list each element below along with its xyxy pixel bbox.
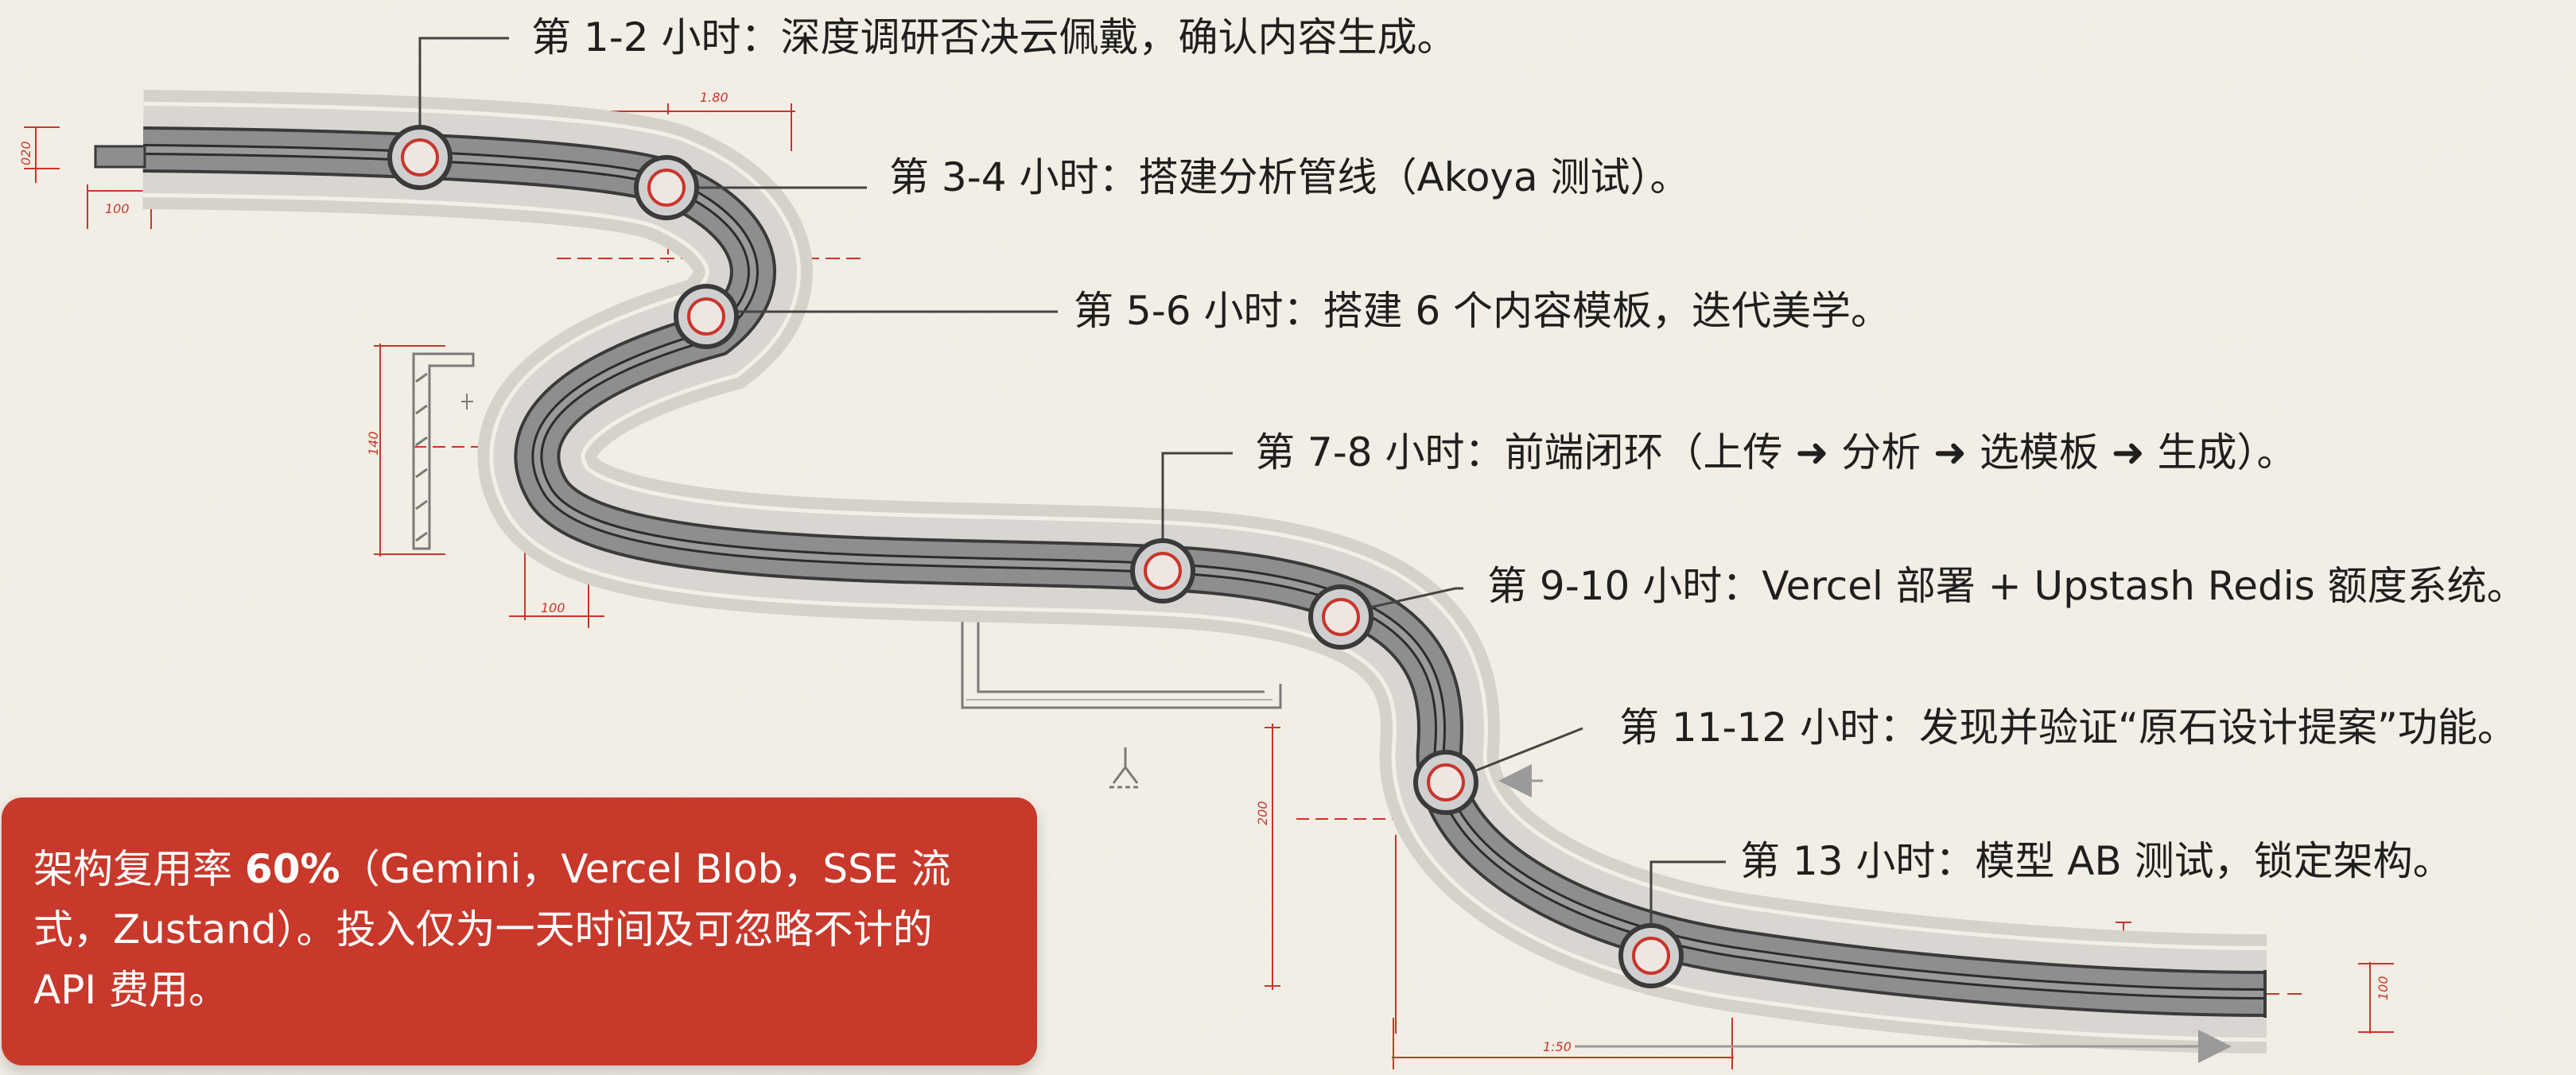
dimension-label-3: 020: [18, 141, 33, 165]
dimension-label-6: 200: [1255, 801, 1270, 825]
dimension-label-4: 140: [366, 431, 381, 456]
milestone-node-2: [634, 155, 699, 220]
milestone-node-7: [1618, 923, 1684, 988]
milestone-label-4: 第 7-8 小时：前端闭环（上传 ➜ 分析 ➜ 选模板 ➜ 生成）。: [1255, 429, 2297, 475]
milestone-node-1: [387, 125, 453, 190]
summary-callout-text: 架构复用率 60%（Gemini，Vercel Blob，SSE 流式，Zust…: [33, 839, 1005, 1020]
milestone-label-2: 第 3-4 小时：搭建分析管线（Akoya 测试）。: [889, 154, 1690, 200]
callout-highlight: 60%: [244, 846, 340, 892]
milestone-label-7: 第 13 小时：模型 AB 测试，锁定架构。: [1740, 838, 2453, 884]
milestone-node-3: [674, 284, 739, 349]
milestone-node-6: [1413, 750, 1478, 815]
milestone-label-6: 第 11-12 小时：发现并验证“原石设计提案”功能。: [1619, 704, 2517, 751]
dimension-label-5: 100: [541, 600, 565, 615]
dimension-labels: 1.80 100 020 140 100 200 1:50 100: [18, 90, 2391, 1054]
dimension-label-8: 100: [2376, 976, 2391, 1000]
milestone-label-1: 第 1-2 小时：深度调研否决云佩戴，确认内容生成。: [531, 14, 1457, 60]
milestone-node-5: [1308, 584, 1373, 650]
dimension-label-7: 1:50: [1543, 1039, 1572, 1054]
dimension-label-2: 100: [105, 201, 130, 216]
callout-rest: （Gemini，Vercel Blob，SSE 流式，Zustand）。投入仅为…: [33, 846, 951, 1013]
leader-lines: [418, 37, 1726, 954]
milestone-nodes: [387, 125, 1684, 988]
milestone-node-4: [1130, 538, 1195, 603]
structure-sketches: [412, 352, 1282, 789]
dimension-label-1: 1.80: [700, 90, 729, 105]
milestone-label-3: 第 5-6 小时：搭建 6 个内容模板，迭代美学。: [1074, 288, 1891, 334]
callout-prefix: 架构复用率: [33, 846, 245, 892]
milestone-label-5: 第 9-10 小时：Vercel 部署 + Upstash Redis 额度系统…: [1487, 563, 2527, 609]
summary-callout: 架构复用率 60%（Gemini，Vercel Blob，SSE 流式，Zust…: [2, 798, 1037, 1065]
